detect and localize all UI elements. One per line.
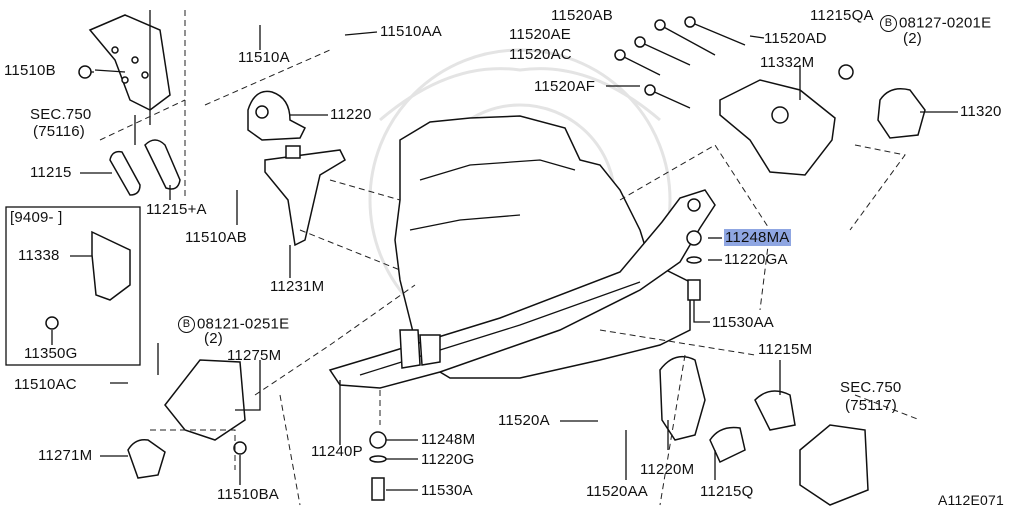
label-08121-number: 08121-0251E (197, 315, 290, 333)
link-11215q (709, 426, 746, 464)
circle-b-icon: B (880, 15, 897, 32)
label-11220: 11220 (330, 106, 372, 123)
label-11271m: 11271M (38, 447, 93, 464)
label-11220g: 11220G (421, 451, 475, 468)
washer-11215qa (838, 64, 854, 80)
label-11350g: 11350G (24, 345, 78, 362)
label-bolt-08121-qty: (2) (204, 330, 223, 347)
part-11338 (91, 230, 131, 301)
label-08127-number: 08127-0201E (899, 14, 992, 32)
label-11248m: 11248M (421, 431, 476, 448)
label-11510aa: 11510AA (380, 23, 443, 40)
insulator-11320 (877, 88, 926, 139)
label-11520ad: 11520AD (764, 30, 827, 47)
label-11510ba: 11510BA (217, 486, 280, 503)
stopper-11248m (369, 431, 387, 449)
label-inset-box-code: [9409- ] (10, 209, 63, 226)
label-11530a: 11530A (421, 482, 473, 499)
label-11248ma-highlighted: 11248MA (724, 229, 791, 246)
label-11220m: 11220M (640, 461, 695, 478)
circle-b-icon: B (178, 316, 195, 333)
label-11520ae: 11520AE (509, 26, 572, 43)
part-11350g (45, 316, 59, 330)
bracket-11231m (264, 145, 346, 247)
label-11510ac: 11510AC (14, 376, 77, 393)
bracket-11275m (164, 359, 246, 441)
label-bolt-08127-qty: (2) (903, 30, 922, 47)
insulator-11271m (127, 438, 166, 479)
label-11220ga: 11220GA (724, 251, 788, 268)
label-11520af: 11520AF (534, 78, 596, 95)
link-11215m (754, 390, 796, 431)
label-11510ab: 11510AB (185, 229, 248, 246)
label-11530aa: 11530AA (712, 314, 775, 331)
label-11320: 11320 (960, 103, 1002, 120)
label-11215m: 11215M (758, 341, 813, 358)
label-sec750-left-ref: (75116) (33, 123, 85, 140)
label-11248ma: 11248MA (724, 229, 791, 246)
label-11231m: 11231M (270, 278, 325, 295)
washer-11220ga (686, 256, 702, 264)
nut-11510ba (233, 441, 247, 455)
diagram-code: A112E071 (938, 492, 1004, 508)
label-11520aa: 11520AA (586, 483, 649, 500)
label-11338: 11338 (18, 247, 60, 264)
bracket-sec750-left (78, 10, 171, 125)
label-11215qa: 11215QA (810, 7, 874, 24)
label-11520ac: 11520AC (509, 46, 572, 63)
engine-block (394, 115, 691, 379)
leader-lines (51, 25, 958, 491)
stopper-11248ma (686, 230, 702, 246)
label-11510b: 11510B (4, 62, 56, 79)
link-11215 (109, 139, 181, 196)
inset-box (5, 206, 141, 366)
label-11215q: 11215Q (700, 483, 754, 500)
insulator-11220m (659, 355, 706, 441)
label-11510a: 11510A (238, 49, 290, 66)
label-sec750-right: SEC.750 (840, 379, 902, 396)
label-sec750-right-ref: (75117) (845, 397, 897, 414)
label-11240p: 11240P (311, 443, 363, 460)
label-11520ab: 11520AB (551, 7, 614, 24)
washer-11220g (369, 455, 387, 463)
bracket-11332m (719, 79, 836, 176)
label-sec750-left: SEC.750 (30, 106, 92, 123)
label-11332m: 11332M (760, 54, 815, 71)
bolt-11530aa (687, 279, 701, 301)
phantom-lines (99, 10, 921, 506)
insulator-11220 (247, 90, 306, 141)
bolts-11520 (614, 16, 746, 109)
bolt-11530a (371, 477, 385, 501)
label-11215: 11215 (30, 164, 72, 181)
label-11275m: 11275M (227, 347, 282, 364)
label-11215-a: 11215+A (146, 201, 207, 218)
label-11520a: 11520A (498, 412, 550, 429)
bracket-sec750-right (799, 424, 869, 506)
center-member (328, 189, 716, 389)
